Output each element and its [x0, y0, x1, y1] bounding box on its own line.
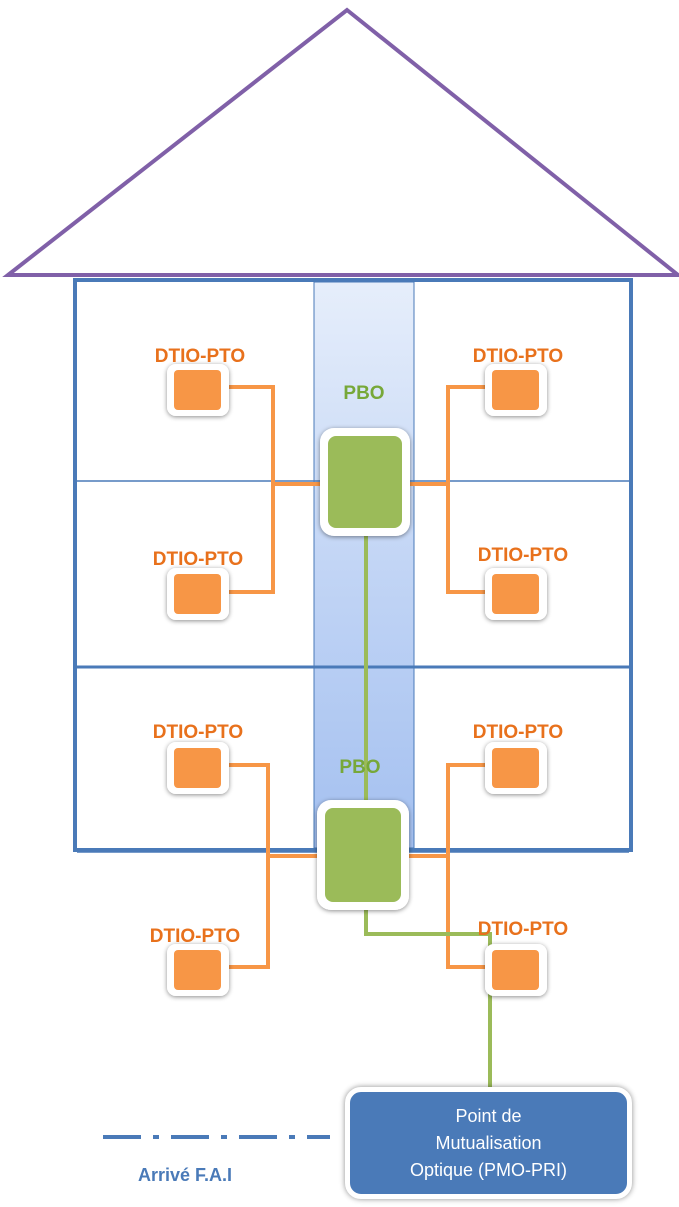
pbo-label-upper: PBO [343, 383, 384, 404]
outlet-label-floor2-right: DTIO-PTO [478, 545, 568, 566]
isp-label: Arrivé F.A.I [137, 1165, 233, 1185]
outlet-top-left [167, 364, 229, 416]
outlet-top-right [485, 364, 547, 416]
outlet-floor3-right [485, 742, 547, 794]
orange-cabling-lower [225, 763, 490, 969]
pmo-line-3: Optique (PMO-PRI) [409, 1159, 568, 1180]
outlet-floor3-left [167, 742, 229, 794]
pmo-line-1: Point de [455, 1105, 522, 1126]
outlet-label-top-left: DTIO-PTO [155, 346, 245, 367]
outlet-label-floor3-right: DTIO-PTO [473, 722, 563, 743]
pmo-line-2: Mutualisation [435, 1132, 542, 1153]
pbo-label-lower: PBO [339, 757, 380, 778]
outlet-bottom-left [167, 944, 229, 996]
roof [2, 7, 679, 277]
green-fiber [364, 532, 492, 1092]
outlet-label-top-right: DTIO-PTO [473, 346, 563, 367]
outlet-label-floor3-left: DTIO-PTO [153, 722, 243, 743]
orange-cabling-upper [225, 385, 490, 594]
pbo-box-upper [320, 428, 410, 536]
outlet-label-bottom-left: DTIO-PTO [150, 926, 240, 947]
pmo-box: Point de Mutualisation Optique (PMO-PRI) [345, 1087, 632, 1199]
outlet-floor2-right [485, 568, 547, 620]
outlet-label-bottom-right: DTIO-PTO [478, 919, 568, 940]
outlet-bottom-right [485, 944, 547, 996]
outlet-floor2-left [167, 568, 229, 620]
outlet-label-floor2-left: DTIO-PTO [153, 549, 243, 570]
pbo-box-lower [317, 800, 409, 910]
